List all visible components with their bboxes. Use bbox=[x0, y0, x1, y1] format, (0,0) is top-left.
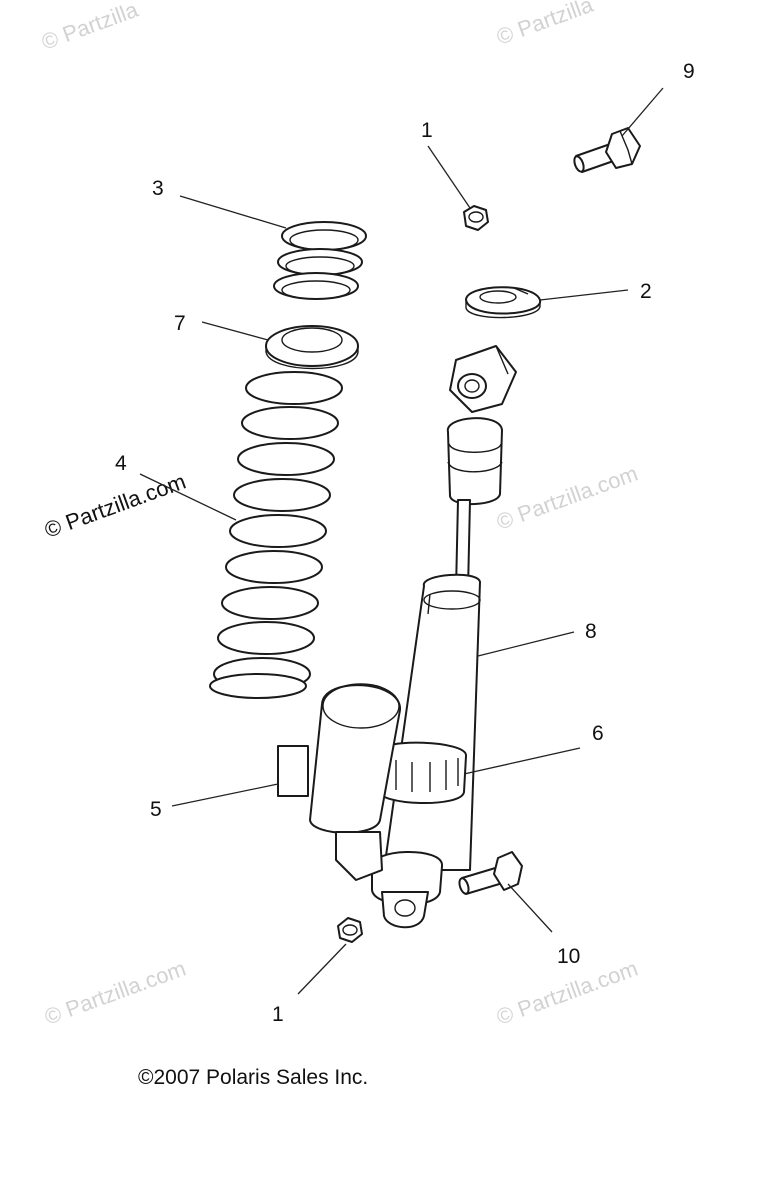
callout-7: 7 bbox=[174, 312, 186, 335]
nut-top-part bbox=[463, 205, 489, 231]
watermark-top-right: © Partzilla bbox=[493, 0, 597, 50]
callout-1-bottom: 1 bbox=[272, 1003, 284, 1026]
bolt-top-part bbox=[573, 127, 641, 173]
callout-8: 8 bbox=[585, 620, 597, 643]
watermark-top-left: © Partzilla bbox=[38, 0, 142, 55]
callout-1-top: 1 bbox=[421, 119, 433, 142]
copyright-text: ©2007 Polaris Sales Inc. bbox=[138, 1066, 369, 1089]
bolt-bottom-part bbox=[458, 851, 523, 895]
callout-2: 2 bbox=[640, 280, 652, 303]
watermark-bottom-left: © Partzilla.com bbox=[41, 956, 189, 1030]
callout-10: 10 bbox=[557, 945, 580, 968]
callout-5: 5 bbox=[150, 798, 162, 821]
reservoir-part bbox=[277, 683, 402, 881]
watermark-mid-right: © Partzilla.com bbox=[493, 461, 641, 535]
callout-6: 6 bbox=[592, 722, 604, 745]
callout-3: 3 bbox=[152, 177, 164, 200]
nut-bottom-part bbox=[337, 917, 363, 943]
tender-spring-part bbox=[273, 221, 367, 300]
watermark-main: © Partzilla.com bbox=[41, 469, 189, 543]
callout-4: 4 bbox=[115, 452, 127, 475]
spring-seat-part bbox=[265, 325, 359, 370]
shock-absorber-part bbox=[371, 345, 517, 929]
callout-9: 9 bbox=[683, 60, 695, 83]
retainer-ring-part bbox=[465, 286, 541, 319]
main-coil-spring-part bbox=[209, 371, 343, 699]
